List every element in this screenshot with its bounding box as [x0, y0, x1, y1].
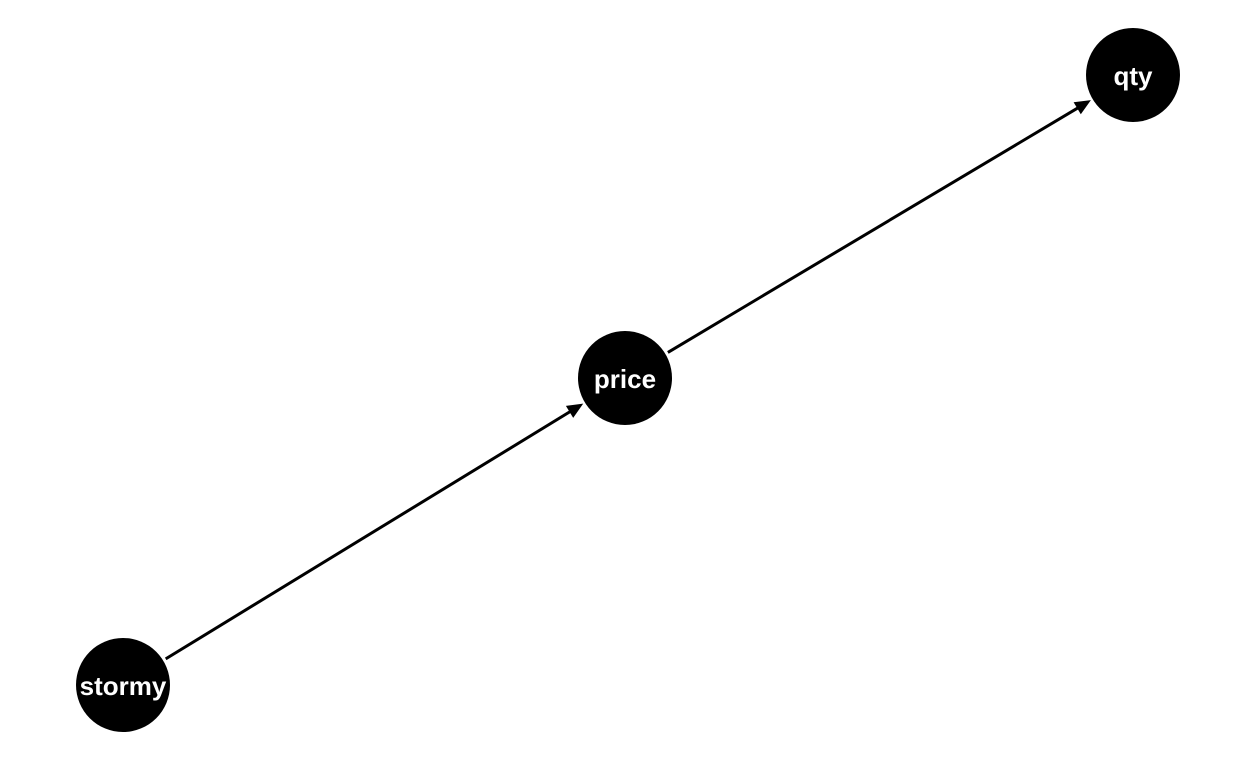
node-stormy: stormy	[76, 638, 170, 732]
node-circle	[76, 638, 170, 732]
nodes-layer: stormy price qty	[76, 28, 1180, 732]
node-price: price	[578, 331, 672, 425]
edge-price-to-qty	[667, 100, 1091, 354]
arrowhead-icon	[565, 403, 584, 418]
edge-line	[164, 409, 573, 661]
arrowhead-icon	[1073, 100, 1091, 115]
edge-stormy-to-price	[164, 403, 584, 661]
node-circle	[1086, 28, 1180, 122]
node-label: price	[594, 364, 656, 394]
edges-layer	[164, 100, 1091, 661]
edge-line	[667, 106, 1080, 354]
node-label: qty	[1114, 61, 1154, 91]
node-label: stormy	[80, 671, 167, 701]
node-circle	[578, 331, 672, 425]
node-qty: qty	[1086, 28, 1180, 122]
